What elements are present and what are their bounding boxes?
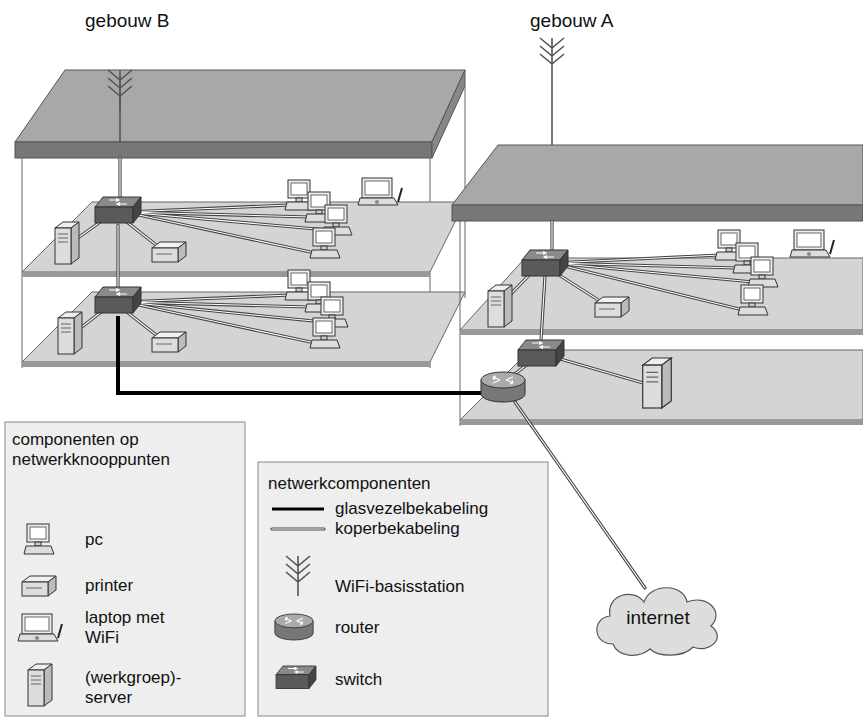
pc-icon xyxy=(738,285,768,315)
cloud-node: internet xyxy=(588,578,728,658)
printer-icon xyxy=(22,576,56,596)
wall-lines xyxy=(22,86,465,368)
copper-sample xyxy=(272,527,324,530)
switch-icon xyxy=(518,340,564,366)
antenna-mast xyxy=(119,78,121,142)
pc-icon xyxy=(24,524,54,554)
legend-box xyxy=(258,462,548,716)
server-icon xyxy=(488,285,512,327)
wifi-antenna xyxy=(286,556,310,596)
server-icon xyxy=(28,664,52,706)
server-icon xyxy=(55,222,79,264)
fiber-sample xyxy=(272,508,324,511)
legend-heading: netwerkcomponenten xyxy=(268,474,538,494)
cloud-outline xyxy=(597,588,717,656)
floor-edge xyxy=(460,420,863,425)
legend-text: laptop met WiFi xyxy=(85,608,185,648)
router-icon xyxy=(481,372,525,402)
legend-text: pc xyxy=(85,530,235,550)
router-icon xyxy=(275,614,313,640)
switch-icon xyxy=(522,250,568,276)
legend-text: printer xyxy=(85,576,235,596)
building-label: gebouw A xyxy=(530,10,613,32)
legend-text: glasvezelbekabeling xyxy=(335,499,540,519)
wall-lines xyxy=(460,221,461,426)
pc-icon xyxy=(310,228,340,258)
roof-side xyxy=(432,70,465,158)
legend-text: (werkgroep)-server xyxy=(85,668,203,708)
server-icon xyxy=(58,312,82,354)
copper-sample xyxy=(272,528,324,529)
building-node: gebouw A xyxy=(450,6,863,426)
legend-text: switch xyxy=(335,670,540,690)
floor-edge xyxy=(460,330,863,335)
laptop-icon xyxy=(358,178,402,205)
legend-box xyxy=(5,422,245,716)
building-node: gebouw B xyxy=(15,6,470,368)
floor-edge xyxy=(22,272,430,277)
fiber-cable xyxy=(118,316,484,393)
printer-icon xyxy=(152,332,186,352)
printer-icon xyxy=(595,297,629,317)
building-label: gebouw B xyxy=(85,10,170,32)
switch-icon xyxy=(95,197,141,223)
server-icon xyxy=(643,358,672,408)
roof-edge xyxy=(15,142,432,158)
roof xyxy=(452,145,863,205)
pc-icon xyxy=(748,257,778,287)
laptop-icon xyxy=(18,614,62,641)
floor-edge xyxy=(22,362,430,367)
building-b-drawing xyxy=(15,70,465,368)
floor xyxy=(460,258,863,330)
switch-icon xyxy=(276,666,316,689)
legend-text: koperbekabeling xyxy=(335,519,540,539)
pc-icon xyxy=(310,318,340,348)
switch-icon xyxy=(95,287,141,313)
printer-icon xyxy=(152,242,186,262)
wifi-antenna xyxy=(540,38,564,78)
cloud-label: internet xyxy=(626,607,689,629)
roof xyxy=(15,70,465,142)
legend-text: router xyxy=(335,618,540,638)
antenna-mast xyxy=(551,78,553,145)
roof-edge xyxy=(452,205,863,221)
legend-text: WiFi-basisstation xyxy=(335,577,540,597)
building-a-drawing xyxy=(452,145,863,426)
legend-heading: componenten op netwerkknooppunten xyxy=(12,430,227,470)
laptop-icon xyxy=(790,230,834,257)
